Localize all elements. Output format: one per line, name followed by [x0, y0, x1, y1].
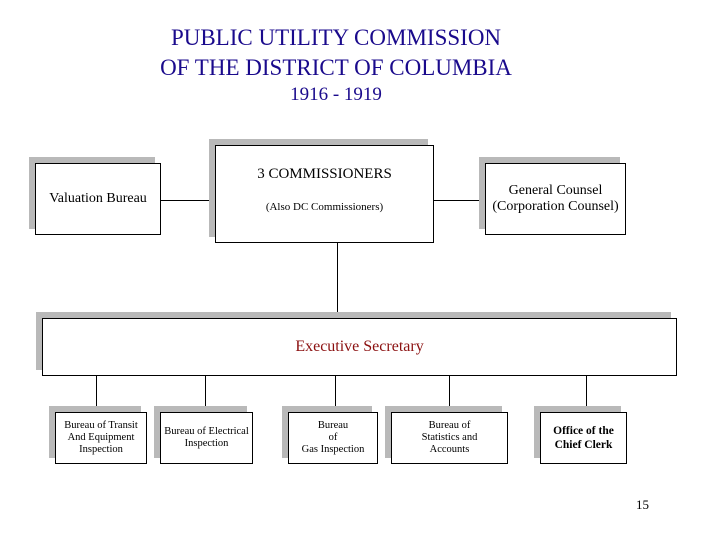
- title-line-1: PUBLIC UTILITY COMMISSION: [170, 25, 502, 50]
- bureau-electrical-line: Bureau of Electrical: [164, 426, 249, 437]
- commissioners-note: (Also DC Commissioners): [265, 201, 384, 213]
- commissioners-box: 3 COMMISSIONERS (Also DC Commissioners): [215, 145, 434, 243]
- general-counsel-label: General Counsel: [508, 183, 603, 198]
- bureau-gas-box: Bureau of Gas Inspection: [288, 412, 378, 464]
- bureau-gas-line: Gas Inspection: [301, 444, 365, 455]
- connector-executive-bus-1: [96, 376, 97, 412]
- valuation-bureau-box: Valuation Bureau: [35, 163, 161, 235]
- bureau-transit-box: Bureau of Transit And Equipment Inspecti…: [55, 412, 147, 464]
- connector-executive-bus-2: [205, 376, 206, 412]
- connector-commissioners-counsel: [434, 200, 485, 201]
- title-years: 1916 - 1919: [290, 84, 382, 105]
- bureau-statistics-line: Accounts: [429, 444, 470, 455]
- chief-clerk-line: Office of the: [553, 425, 614, 437]
- bureau-electrical-box: Bureau of Electrical Inspection: [160, 412, 253, 464]
- page-number: 15: [636, 497, 649, 512]
- executive-secretary-box: Executive Secretary: [42, 318, 677, 376]
- bureau-transit-line: Bureau of Transit: [64, 420, 138, 431]
- general-counsel-box: General Counsel (Corporation Counsel): [485, 163, 626, 235]
- connector-commissioners-executive: [337, 243, 338, 318]
- connector-valuation-commissioners: [161, 200, 215, 201]
- commissioners-label: 3 COMMISSIONERS: [257, 166, 392, 182]
- bureau-statistics-line: Statistics and: [421, 432, 478, 443]
- connector-executive-bus-5: [586, 376, 587, 412]
- connector-executive-bus-4: [449, 376, 450, 412]
- bureau-statistics-line: Bureau of: [428, 420, 471, 431]
- bureau-electrical-line: Inspection: [184, 438, 229, 449]
- bureau-transit-line: Inspection: [79, 444, 123, 455]
- bureau-gas-line: of: [328, 432, 338, 443]
- bureau-gas-line: Bureau: [317, 420, 349, 431]
- executive-secretary-label: Executive Secretary: [295, 338, 424, 355]
- chief-clerk-box: Office of the Chief Clerk: [540, 412, 627, 464]
- connector-executive-bus-3: [335, 376, 336, 412]
- general-counsel-note: (Corporation Counsel): [492, 199, 619, 214]
- valuation-bureau-label: Valuation Bureau: [49, 191, 147, 206]
- bureau-statistics-box: Bureau of Statistics and Accounts: [391, 412, 508, 464]
- chief-clerk-line: Chief Clerk: [554, 439, 613, 451]
- title-line-2: OF THE DISTRICT OF COLUMBIA: [160, 55, 512, 80]
- bureau-transit-line: And Equipment: [67, 432, 135, 443]
